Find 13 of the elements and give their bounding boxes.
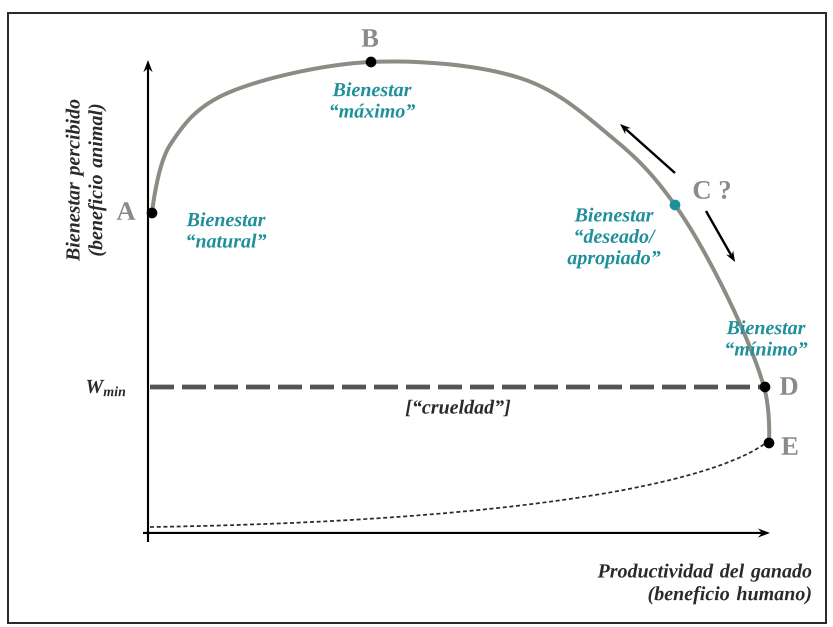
point-letter: A — [116, 202, 136, 220]
curve-label: Bienestar “natural” — [186, 212, 266, 248]
zone-label: [“crueldad”] — [406, 400, 510, 416]
point-letter: B — [362, 29, 378, 47]
axis-title: Bienestar percibido (beneficio animal) — [66, 100, 106, 262]
axis-title: Productividad del ganado (beneficio humano) — [598, 564, 812, 604]
curve-label: Bienestar “mínimo” — [726, 320, 808, 356]
threshold-label: W$_{min}$ — [86, 380, 126, 396]
point-letter: C ? — [694, 180, 730, 199]
curve-label: Bienestar “deseado/ apropiado” — [568, 208, 660, 268]
curve-label: Bienestar “máximo” — [330, 82, 415, 118]
point-letter: E — [782, 437, 798, 455]
point-letter: D — [780, 377, 798, 395]
